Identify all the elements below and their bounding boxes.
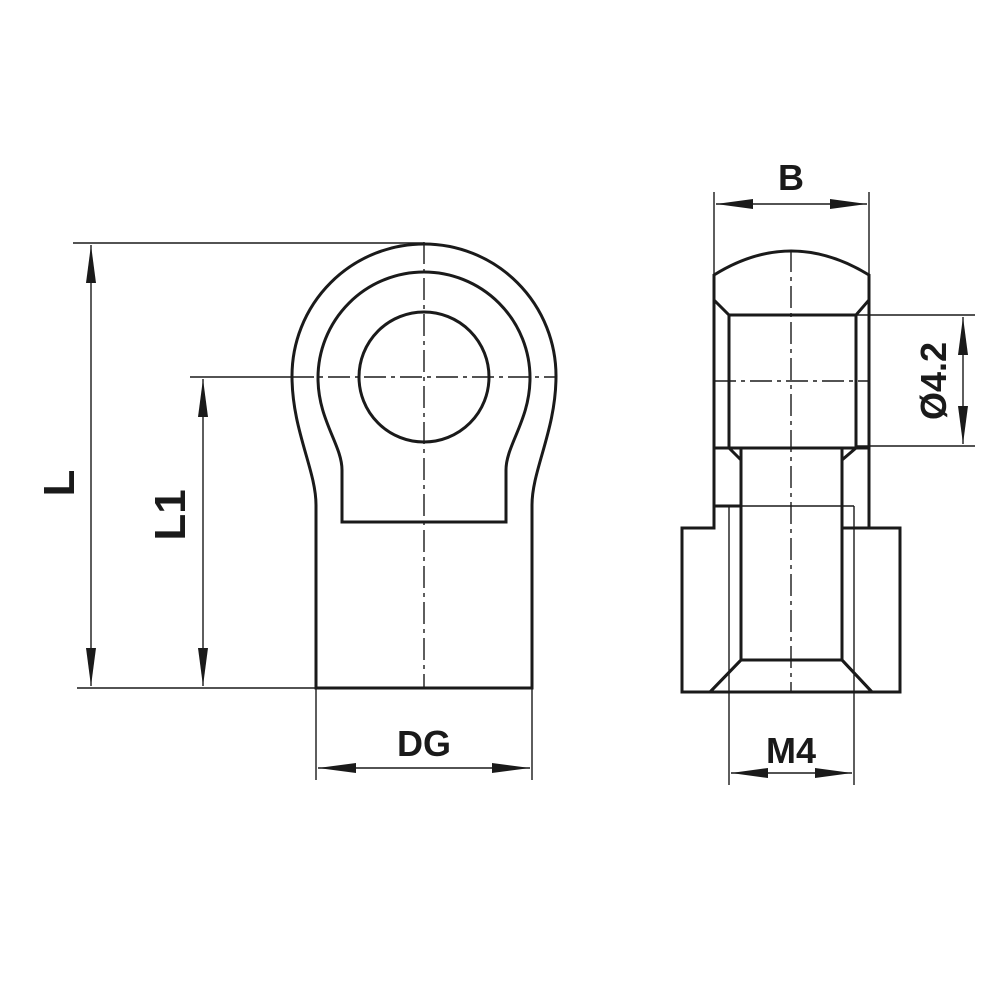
dimension-L1: L1 (146, 376, 292, 686)
section-view (680, 249, 902, 694)
label-L: L (35, 470, 84, 497)
dimension-bore-diameter: Ø4.2 (856, 314, 975, 447)
outer-contour (290, 242, 558, 690)
front-view (290, 242, 558, 690)
hatched-wall-left-upper (712, 446, 743, 508)
dimension-DG: DG (315, 688, 533, 780)
label-bore-diameter: Ø4.2 (913, 342, 954, 420)
dimension-B: B (713, 157, 870, 275)
hatched-wall-right-upper (840, 446, 871, 530)
hatched-body-left (680, 504, 743, 694)
label-B: B (778, 157, 804, 198)
dimension-L: L (35, 242, 424, 689)
label-DG: DG (397, 723, 451, 764)
label-L1: L1 (146, 489, 195, 540)
label-M4: M4 (766, 730, 816, 771)
hatched-cap (712, 249, 871, 317)
dimension-M4: M4 (728, 692, 855, 785)
inner-pocket-contour (316, 270, 532, 524)
